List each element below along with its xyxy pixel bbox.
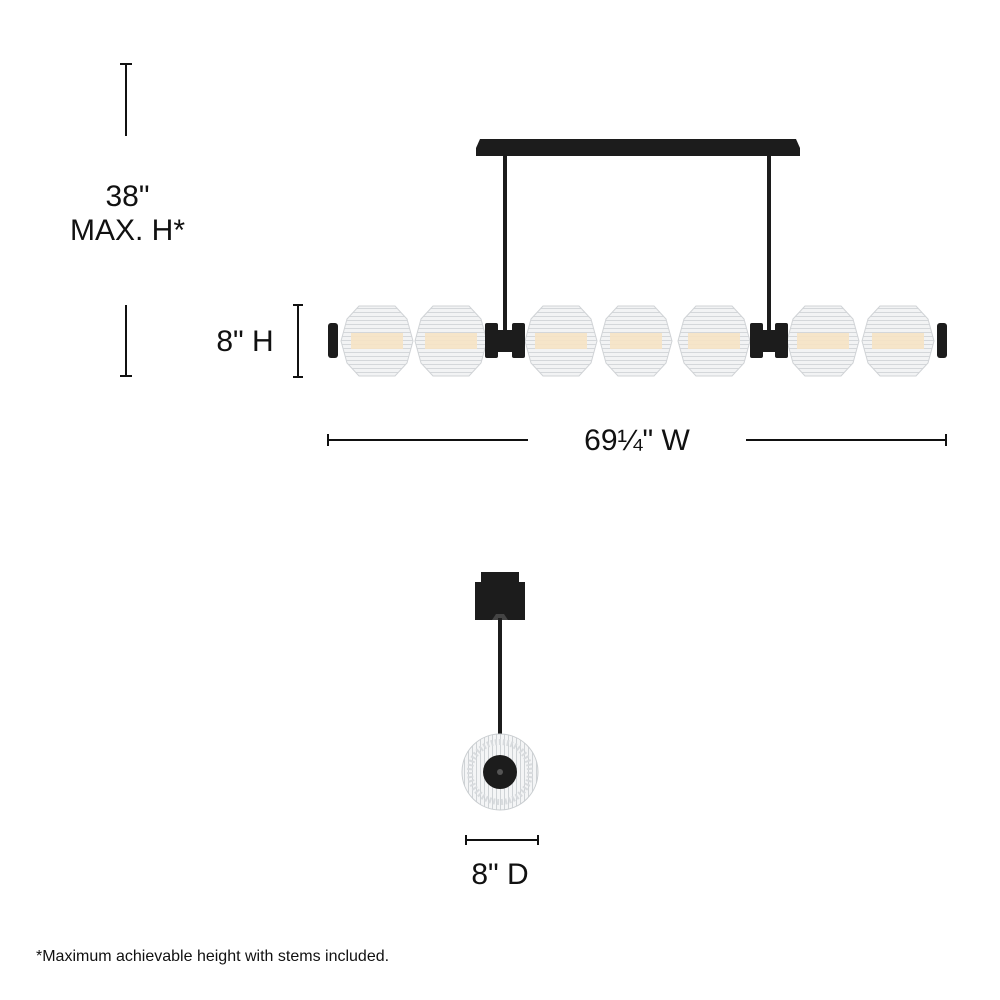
- canopy: [475, 582, 525, 620]
- max-height-dimension-line: [120, 63, 132, 377]
- led-glow: [425, 333, 477, 349]
- stem: [767, 152, 771, 332]
- canopy: [476, 139, 800, 156]
- led-glow: [688, 333, 740, 349]
- depth-label: 8" D: [471, 858, 529, 891]
- led-glow: [797, 333, 849, 349]
- height-label: 8" H: [216, 325, 274, 358]
- footnote: *Maximum achievable height with stems in…: [36, 948, 390, 965]
- led-glow: [351, 333, 403, 349]
- led-glow: [610, 333, 662, 349]
- height-dimension-line: [293, 304, 303, 378]
- stem: [503, 152, 507, 332]
- led-glow: [872, 333, 924, 349]
- connector: [750, 323, 788, 358]
- max-height-value: 38": [105, 180, 150, 213]
- end-cap: [937, 323, 947, 358]
- side-view: [461, 572, 539, 811]
- end-cap: [328, 323, 338, 358]
- led-glow: [535, 333, 587, 349]
- stem: [498, 618, 502, 736]
- front-view: [328, 139, 947, 377]
- width-dimension-line: [327, 434, 947, 446]
- canopy-top: [481, 572, 519, 582]
- connector: [485, 323, 525, 358]
- max-height-label: MAX. H*: [69, 214, 186, 247]
- width-label: 69¼" W: [584, 424, 690, 457]
- depth-dimension-line: [465, 835, 539, 845]
